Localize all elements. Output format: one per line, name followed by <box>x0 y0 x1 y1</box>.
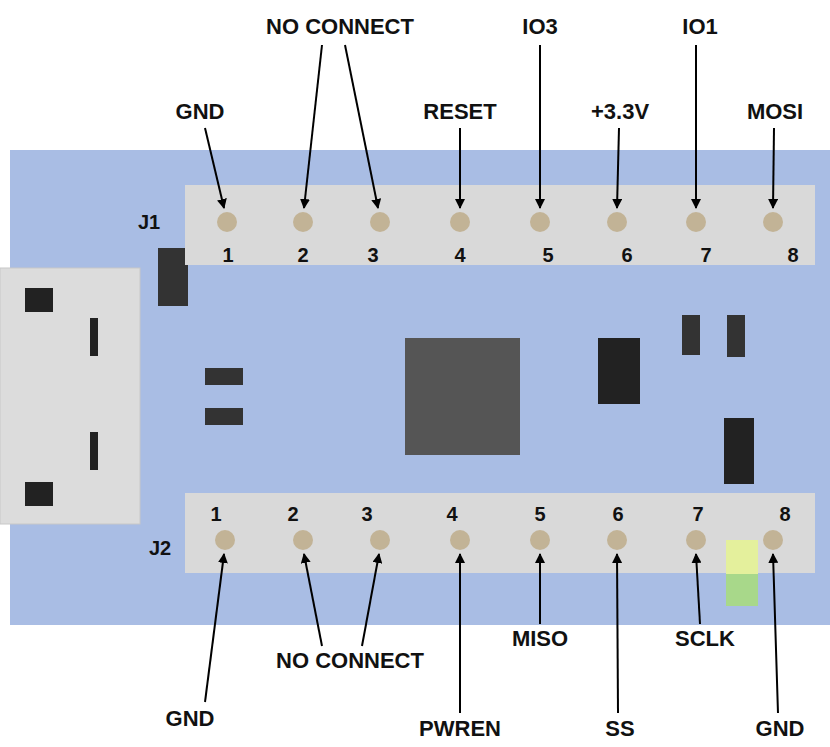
pin-number: 1 <box>210 504 221 524</box>
header-j2 <box>185 493 815 573</box>
pin-number: 8 <box>779 504 790 524</box>
header-name: J1 <box>138 212 160 232</box>
pin-name: GND <box>176 101 225 123</box>
pin-number: 3 <box>367 245 378 265</box>
pin-number: 4 <box>454 245 465 265</box>
pin-number: 7 <box>692 504 703 524</box>
pin-name: GND <box>756 718 805 740</box>
pin-number: 2 <box>287 504 298 524</box>
pin-number: 3 <box>361 504 372 524</box>
pin-name: MISO <box>512 628 568 650</box>
pin-number: 4 <box>446 504 457 524</box>
header-name: J2 <box>149 538 171 558</box>
led <box>726 540 758 574</box>
pin-name: MOSI <box>747 101 803 123</box>
pin-name: IO1 <box>682 16 717 38</box>
header-j1 <box>185 185 815 265</box>
leader-lines <box>205 45 778 713</box>
pin-name: SS <box>605 718 634 740</box>
component <box>158 248 188 306</box>
pins <box>215 212 783 550</box>
pin-name: +3.3V <box>591 101 649 123</box>
pin-name: SCLK <box>675 628 735 650</box>
microcontroller <box>405 338 520 455</box>
pin-name: IO3 <box>522 16 557 38</box>
pin-number: 8 <box>787 245 798 265</box>
pin-name: NO CONNECT <box>266 16 414 38</box>
pin-number: 6 <box>612 504 623 524</box>
pin-name: GND <box>166 708 215 730</box>
pin-name: PWREN <box>419 718 501 740</box>
pin-name: NO CONNECT <box>276 650 424 672</box>
pin-number: 5 <box>542 245 553 265</box>
pin-number: 2 <box>297 245 308 265</box>
pin-name: RESET <box>423 101 496 123</box>
usb-connector <box>0 268 140 524</box>
pin-number: 5 <box>534 504 545 524</box>
pin-number: 7 <box>700 245 711 265</box>
pin-number: 1 <box>222 245 233 265</box>
pin-number: 6 <box>621 245 632 265</box>
